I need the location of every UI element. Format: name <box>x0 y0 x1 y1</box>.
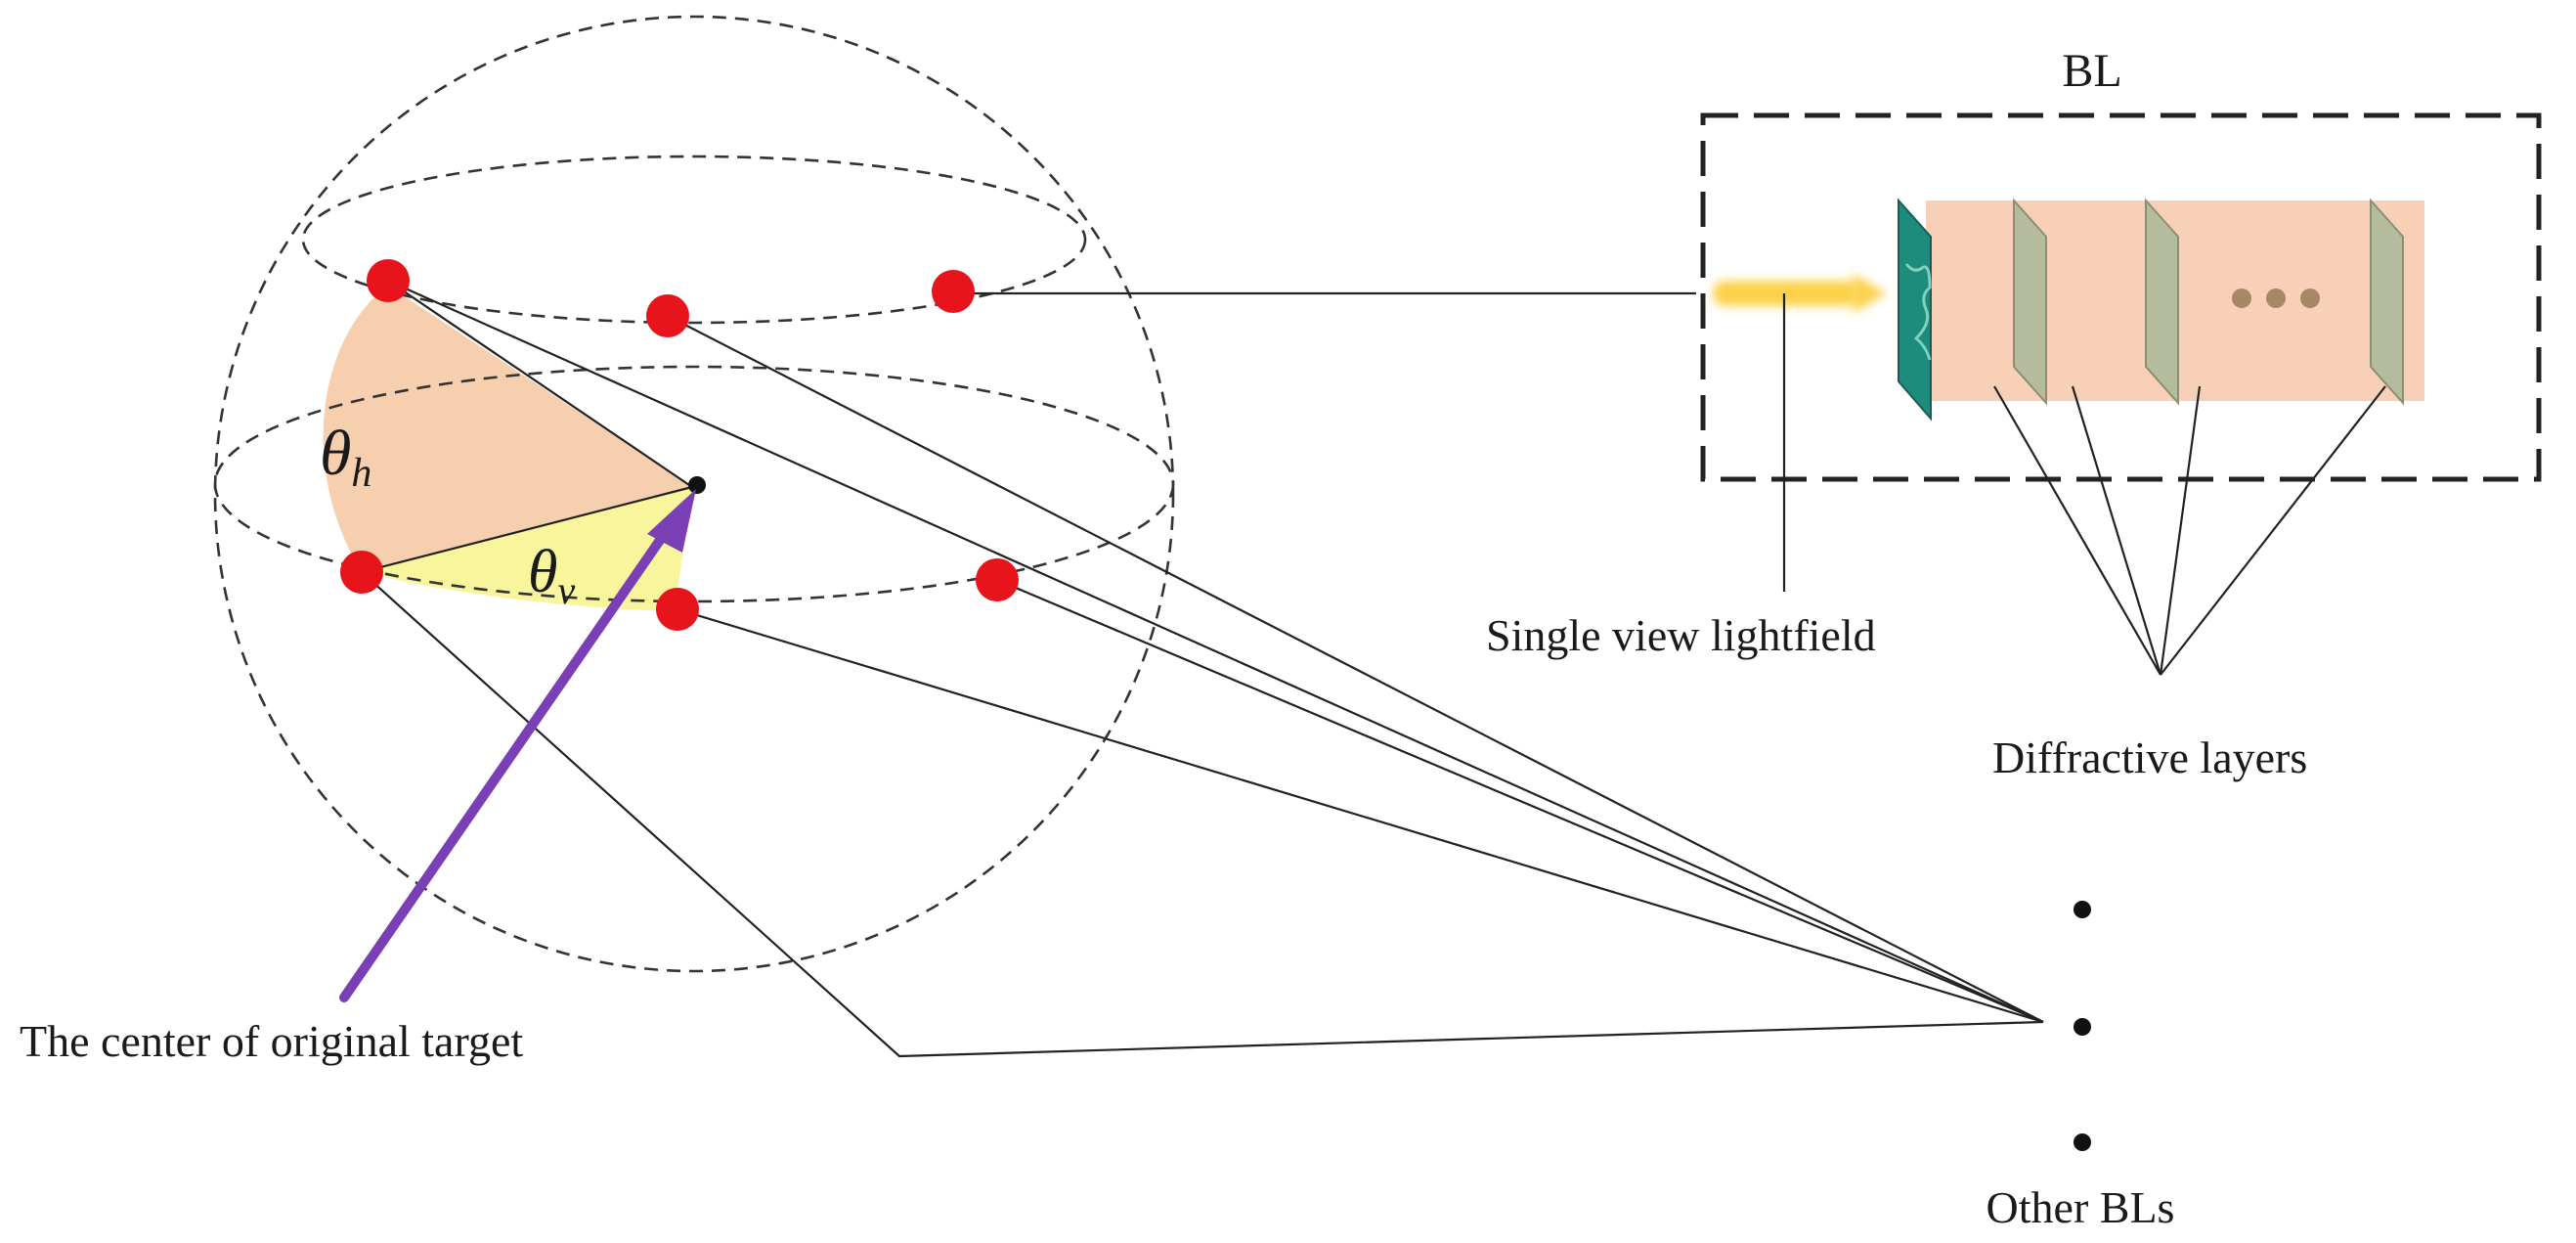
bl-title: BL <box>2062 45 2121 97</box>
sample-point <box>656 588 699 631</box>
sample-point <box>932 270 975 313</box>
center-arrow-head <box>647 489 696 553</box>
bl-module: BL <box>1700 45 2542 676</box>
sphere <box>213 15 1175 973</box>
other-bls-label: Other BLs <box>1987 1182 2175 1232</box>
bl-boundary-box <box>1700 112 2542 482</box>
sample-point <box>367 259 410 302</box>
center-arrow <box>339 531 668 1002</box>
diffractive-layer-icon <box>2145 198 2179 406</box>
theta-h-label: θh <box>320 418 371 496</box>
light-beam-arrow-icon <box>1713 274 1887 313</box>
ellipsis-icon <box>2232 289 2320 308</box>
other-bls-dots <box>2074 901 2091 1151</box>
center-of-target-label: The center of original target <box>20 1016 523 1066</box>
sample-point <box>976 558 1019 601</box>
theta-v-label: θv <box>528 539 575 612</box>
equator-ring <box>213 365 1175 603</box>
vertical-angle-sector <box>362 487 692 611</box>
layer-pointer-lines <box>1993 385 2386 676</box>
sector-radius-line <box>387 280 693 488</box>
sector-radius-line <box>361 485 693 574</box>
horizontal-angle-sector <box>323 286 692 572</box>
diffractive-layers-label: Diffractive layers <box>1992 732 2307 782</box>
input-layer-icon <box>1898 198 1932 422</box>
sample-point <box>340 551 383 594</box>
input-layer-pattern <box>1904 263 1932 361</box>
diffractive-layer-icon <box>2013 198 2047 406</box>
sphere-outline <box>213 15 1175 973</box>
diffractive-layer-icon <box>2370 198 2404 406</box>
sample-point <box>646 294 689 337</box>
target-center-point <box>688 476 706 494</box>
single-view-lightfield-label: Single view lightfield <box>1486 610 1876 660</box>
sample-points <box>340 259 1019 631</box>
upper-latitude-ring <box>301 155 1087 325</box>
projection-rays <box>361 279 2044 1058</box>
